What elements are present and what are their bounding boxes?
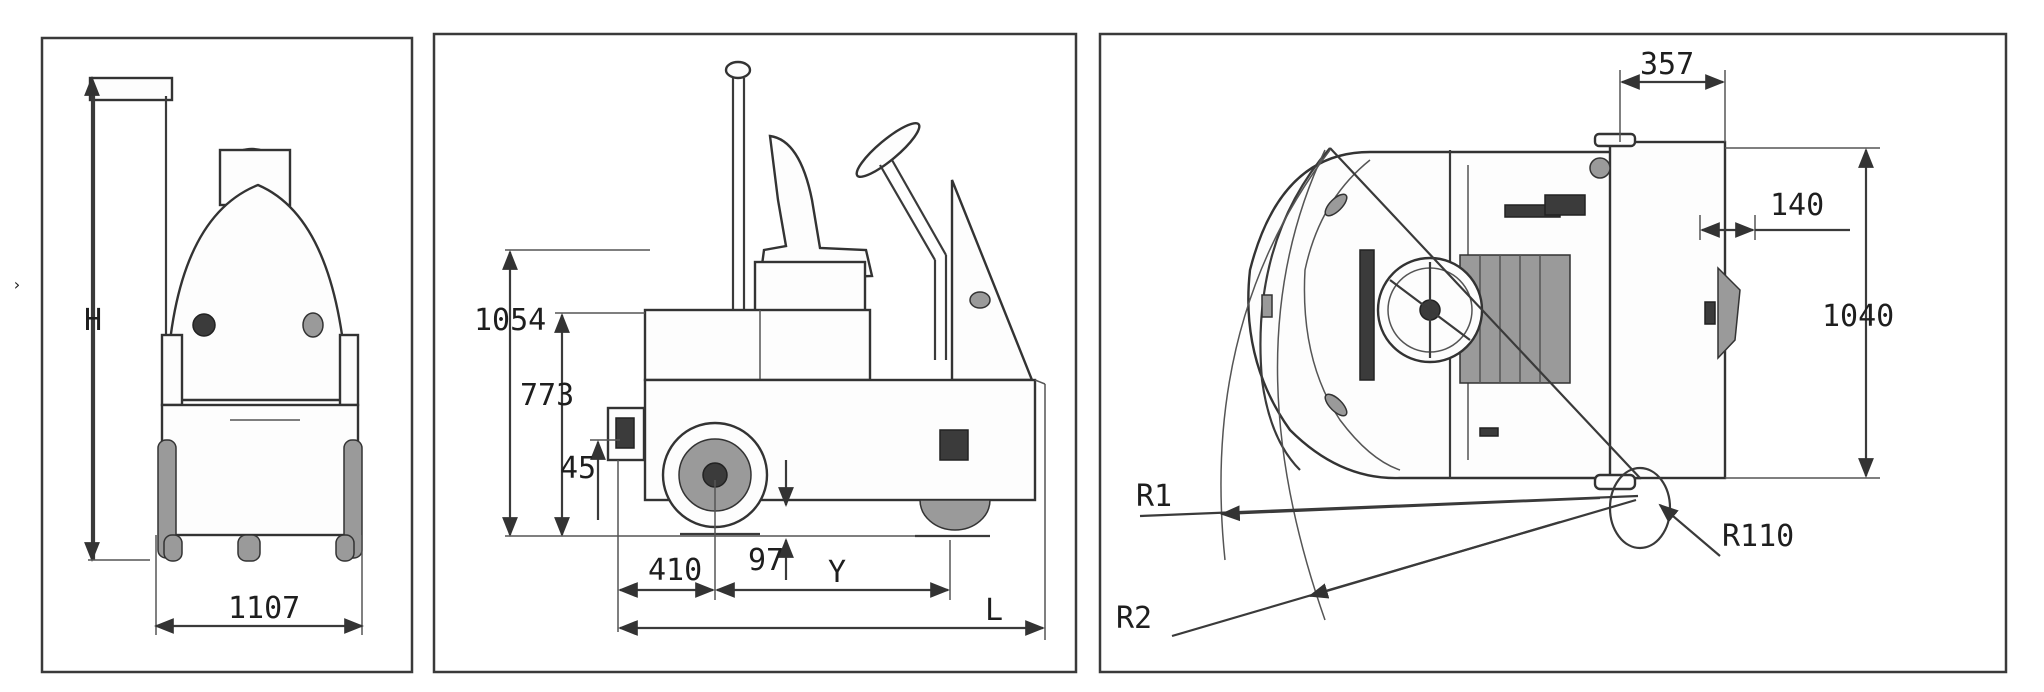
turning-arc-inner (1220, 149, 1331, 561)
front-view-panel: H 1107 (40, 36, 414, 674)
radius-wheel-line (1658, 503, 1721, 557)
hitch (606, 406, 646, 462)
height-label: H (84, 303, 102, 338)
upper-body (643, 308, 872, 382)
side-view-panel: 1054 773 45 410 97 Y L (432, 32, 1078, 674)
seat (758, 134, 874, 282)
height-platform-label: 773 (520, 378, 574, 413)
turning-arc-outer (1276, 149, 1326, 621)
radius-outer-line (1308, 520, 1561, 599)
edge-mark: › (12, 275, 22, 294)
front-body-dome (164, 183, 350, 402)
side-steering-wheel (855, 121, 921, 179)
width-label: 1107 (228, 591, 300, 626)
wheelbase-label: Y (828, 555, 846, 590)
front-lower-body (160, 403, 360, 537)
top-view-panel: 357 140 1040 R1 R2 R110 (1098, 32, 2008, 674)
top-hitch (1717, 266, 1741, 360)
radius-outer-label: R2 (1116, 601, 1152, 636)
platform-width-label: 357 (1640, 47, 1694, 82)
height-total-label: 1054 (474, 303, 546, 338)
overall-width-label: 1040 (1822, 299, 1894, 334)
radius-wheel-label: R110 (1722, 519, 1794, 554)
front-lamp-left (192, 313, 216, 337)
front-overhang-label: 410 (648, 553, 702, 588)
height-hitch-label: 45 (560, 451, 596, 486)
radius-inner-line (1220, 496, 1601, 522)
radius-inner-label: R1 (1136, 479, 1172, 514)
front-wheel (919, 499, 991, 531)
mast-top (88, 76, 174, 102)
clearance-label: 97 (748, 543, 784, 578)
length-label: L (985, 593, 1003, 628)
front-lamp-right (302, 312, 324, 338)
side-vent (939, 429, 969, 461)
offset-label: 140 (1770, 188, 1824, 223)
